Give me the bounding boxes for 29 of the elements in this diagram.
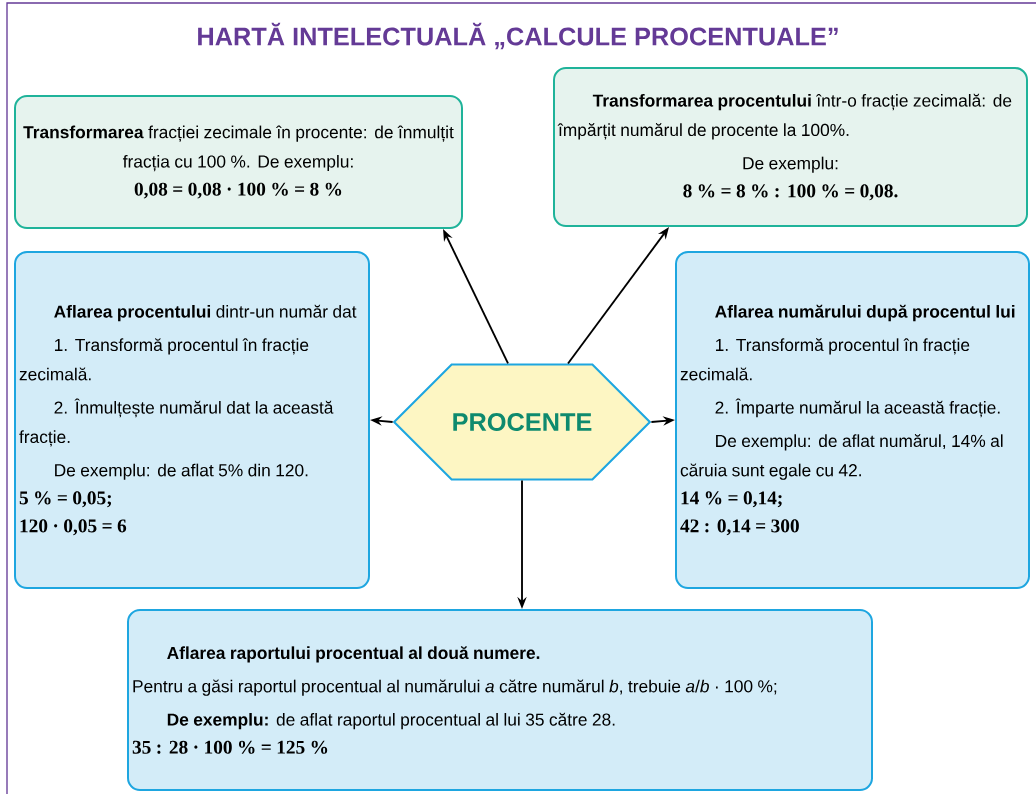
info-box: [14, 251, 370, 589]
body-text: De exemplu:: [743, 156, 838, 173]
body-text: 1. Transformă procentul în fracție zecimală.: [680, 338, 970, 381]
body-text: Transformarea procentului într-o fracție zecimală: de împărțit numărul de procente la 100%.: [557, 93, 1012, 140]
formula-text: 5 % = 0,05;: [19, 491, 112, 508]
formula-text: 35 : 28 · 100 % = 125 %: [132, 740, 328, 754]
heading-text: Aflarea raportului procentual al două numere.: [167, 646, 540, 663]
body-text: De exemplu: de aflat raportul procentual al lui 35 către 28.: [167, 712, 615, 730]
formula-text: 8 % = 8 % : 100 % = 0,08.: [683, 184, 898, 201]
title: HARTĂ INTELECTUALĂ „CALCULE PROCENTUALE”: [198, 22, 838, 50]
body-text: Transformarea fracției zecimale în procente: de înmulțit fracția cu 100 %. De exemplu:: [23, 125, 454, 172]
formula-text: 14 % = 0,14;: [681, 491, 782, 508]
node-label: PROCENTE: [453, 413, 592, 431]
body-text: 1. Transformă procentul în fracție zecimală.: [19, 338, 309, 381]
info-box: [14, 95, 463, 229]
body-text: 2. Împarte numărul la această fracție.: [715, 398, 1000, 418]
body-text: Aflarea procentului dintr-un număr dat: [54, 304, 357, 322]
info-box: [675, 251, 1030, 589]
info-box: [127, 609, 873, 791]
formula-text: 120 · 0,05 = 6: [20, 519, 127, 536]
body-text: 2. Înmulțește numărul dat la această fracție.: [19, 398, 334, 447]
body-text: Pentru a găsi raportul procentual al numărului a către numărul b, trebuie a/b · 100 %;: [133, 679, 777, 696]
info-box: [553, 67, 1028, 227]
body-text: De exemplu: de aflat numărul, 14% al căruia sunt egale cu 42.: [680, 434, 1003, 480]
hexagon: [392, 363, 652, 481]
body-text: De exemplu: de aflat 5% din 120.: [55, 463, 308, 480]
formula-text: 42 : 0,14 = 300: [680, 519, 799, 536]
heading-text: Aflarea numărului după procentul lui: [715, 304, 1015, 322]
formula-text: 0,08 = 0,08 · 100 % = 8 %: [134, 182, 342, 199]
